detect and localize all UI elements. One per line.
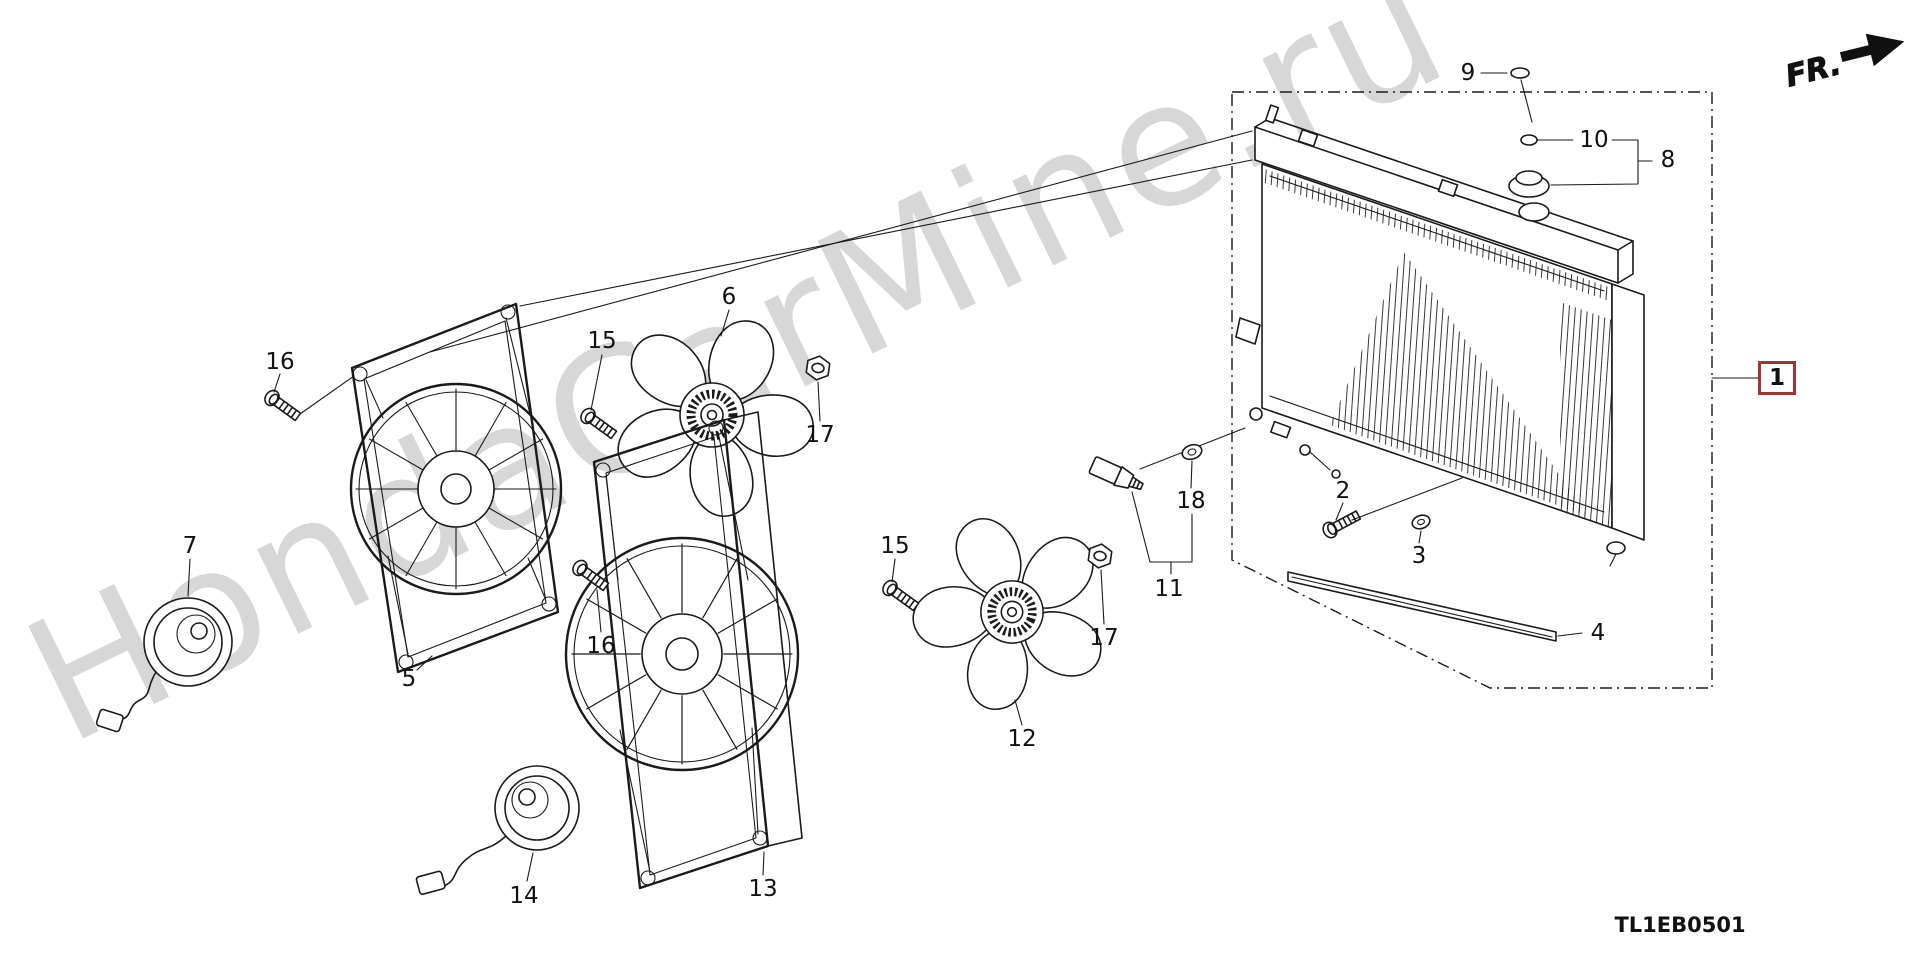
- fan-motor-2: [415, 765, 580, 895]
- fr-direction-indicator: FR.: [1782, 33, 1905, 95]
- callout-7[interactable]: 7: [182, 533, 198, 559]
- callout-15b[interactable]: 15: [880, 533, 910, 559]
- flange-nut-17b: [1086, 541, 1114, 571]
- callout-17a[interactable]: 17: [805, 422, 835, 448]
- callout-9[interactable]: 9: [1460, 60, 1476, 86]
- callout-6[interactable]: 6: [721, 284, 737, 310]
- filler-neck: [1518, 202, 1550, 222]
- radiator-seal-4: [1287, 571, 1557, 642]
- callout-5[interactable]: 5: [401, 666, 417, 692]
- drain-bolt-2: [1319, 507, 1363, 541]
- callout-14[interactable]: 14: [509, 883, 539, 909]
- o-ring-9: [1510, 67, 1530, 79]
- radiator-core: [1261, 163, 1613, 529]
- callout-15a[interactable]: 15: [587, 328, 617, 354]
- watermark: HondaCarMine.ru: [0, 0, 1475, 783]
- callout-12[interactable]: 12: [1007, 726, 1037, 752]
- callout-4[interactable]: 4: [1590, 620, 1606, 646]
- fan-2: [902, 506, 1104, 716]
- callout-8[interactable]: 8: [1660, 147, 1676, 173]
- lower-outlet: [1606, 541, 1626, 555]
- callout-18[interactable]: 18: [1176, 488, 1206, 514]
- washer-18: [1139, 427, 1246, 470]
- radiator-side-tank: [1611, 283, 1645, 541]
- callout-16b[interactable]: 16: [586, 633, 616, 659]
- washer-3: [1411, 514, 1431, 530]
- fr-arrow-icon: [1839, 33, 1905, 67]
- shoulder-bolt-15b: [879, 576, 922, 615]
- thermo-sensor-11: [1088, 456, 1144, 491]
- callout-11[interactable]: 11: [1154, 576, 1184, 602]
- cap-seal-10: [1520, 134, 1538, 146]
- diagram-code: TL1EB0501: [1614, 913, 1746, 937]
- callout-17b[interactable]: 17: [1089, 625, 1119, 651]
- callout-16a[interactable]: 16: [265, 349, 295, 375]
- fr-label: FR.: [1782, 47, 1844, 94]
- callout-10[interactable]: 10: [1579, 127, 1609, 153]
- callout-13[interactable]: 13: [748, 876, 778, 902]
- callout-1[interactable]: 1: [1757, 361, 1797, 395]
- mount-bolt-16b: [569, 556, 612, 595]
- mount-bolt-16a: [261, 386, 304, 425]
- callout-2[interactable]: 2: [1335, 478, 1351, 504]
- callout-3[interactable]: 3: [1411, 543, 1427, 569]
- radiator-cap-8: [1508, 170, 1550, 198]
